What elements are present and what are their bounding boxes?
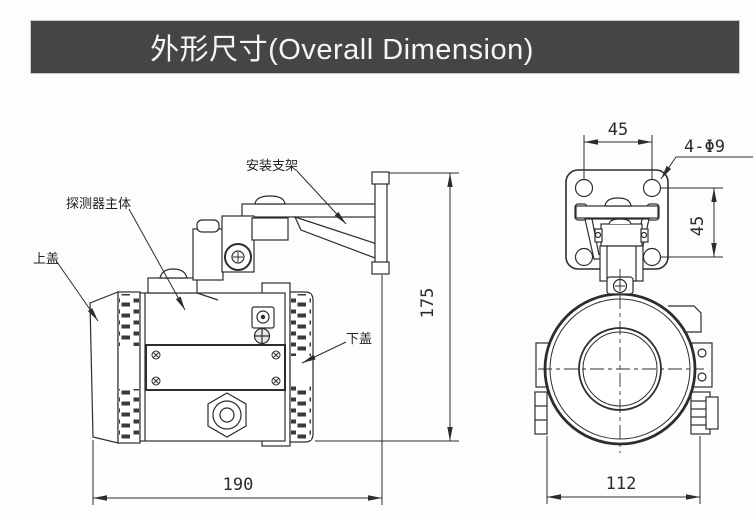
dim-hole-pitch-h: [583, 135, 653, 179]
hole-spec-leader: [660, 156, 753, 180]
dim-length: [92, 275, 383, 505]
nameplate: [145, 344, 286, 391]
left-lower-tab: [534, 391, 548, 435]
front-view: 45 4-Φ9 45 112: [534, 120, 753, 504]
right-gland-cap: [705, 396, 719, 430]
plate-hole: [574, 247, 594, 267]
pivot-bar-dome: [604, 197, 632, 207]
label-detector-body: 探测器主体: [66, 196, 131, 211]
side-view-leaders: [56, 170, 347, 364]
label-bottom-cover: 下盖: [346, 331, 372, 346]
side-view: 上盖 探测器主体 安装支架 下盖 190 175: [33, 158, 459, 505]
arm-dome: [254, 195, 286, 205]
dim-length-text: 190: [223, 475, 254, 495]
wall-plate: [374, 182, 388, 264]
leader-detector-body: [128, 208, 186, 311]
page-title: 外形尺寸(Overall Dimension): [150, 34, 534, 66]
clamp-block: [600, 223, 643, 247]
centerlines: [538, 269, 704, 453]
clamp-post: [192, 228, 224, 281]
dim-height-text: 175: [418, 288, 438, 319]
rear-cap-ribs-top: [291, 294, 311, 356]
plate-hole: [574, 178, 594, 198]
cable-gland: [207, 392, 247, 438]
dim-height: [315, 172, 459, 442]
nameplate-screws: [151, 350, 281, 386]
title-bar: 外形尺寸(Overall Dimension): [30, 20, 740, 74]
label-top-cover: 上盖: [33, 251, 59, 266]
pivot-bar: [575, 205, 659, 219]
bracket-arm: [241, 203, 384, 218]
leader-bottom-cover: [301, 341, 347, 364]
top-cover-cone: [89, 291, 119, 444]
dim-hole-pitch-v-text: 45: [688, 216, 708, 236]
dim-hole-pitch-h-text: 45: [608, 120, 628, 140]
hole-spec-text: 4-Φ9: [684, 137, 725, 157]
dim-width-text: 112: [606, 474, 637, 494]
wall-plate-top-flange: [371, 171, 390, 185]
leader-mounting-bracket: [296, 170, 347, 225]
clamp-jaw: [251, 217, 289, 241]
wall-plate-bottom-flange: [371, 261, 390, 275]
plate-hole: [642, 178, 662, 198]
mount-foot: [147, 277, 198, 294]
front-cap-ribs-top: [119, 294, 139, 346]
label-mounting-bracket: 安装支架: [246, 158, 298, 173]
rear-cap-ribs-bottom: [291, 386, 311, 440]
front-cap-ribs-bottom: [119, 389, 139, 441]
clamp-post-cap: [196, 219, 220, 233]
bracket-gusset: [293, 215, 384, 262]
dim-width: [546, 436, 701, 504]
leader-top-cover: [56, 261, 99, 322]
dim-hole-pitch-v: [661, 187, 723, 258]
foot-dome: [159, 268, 188, 279]
